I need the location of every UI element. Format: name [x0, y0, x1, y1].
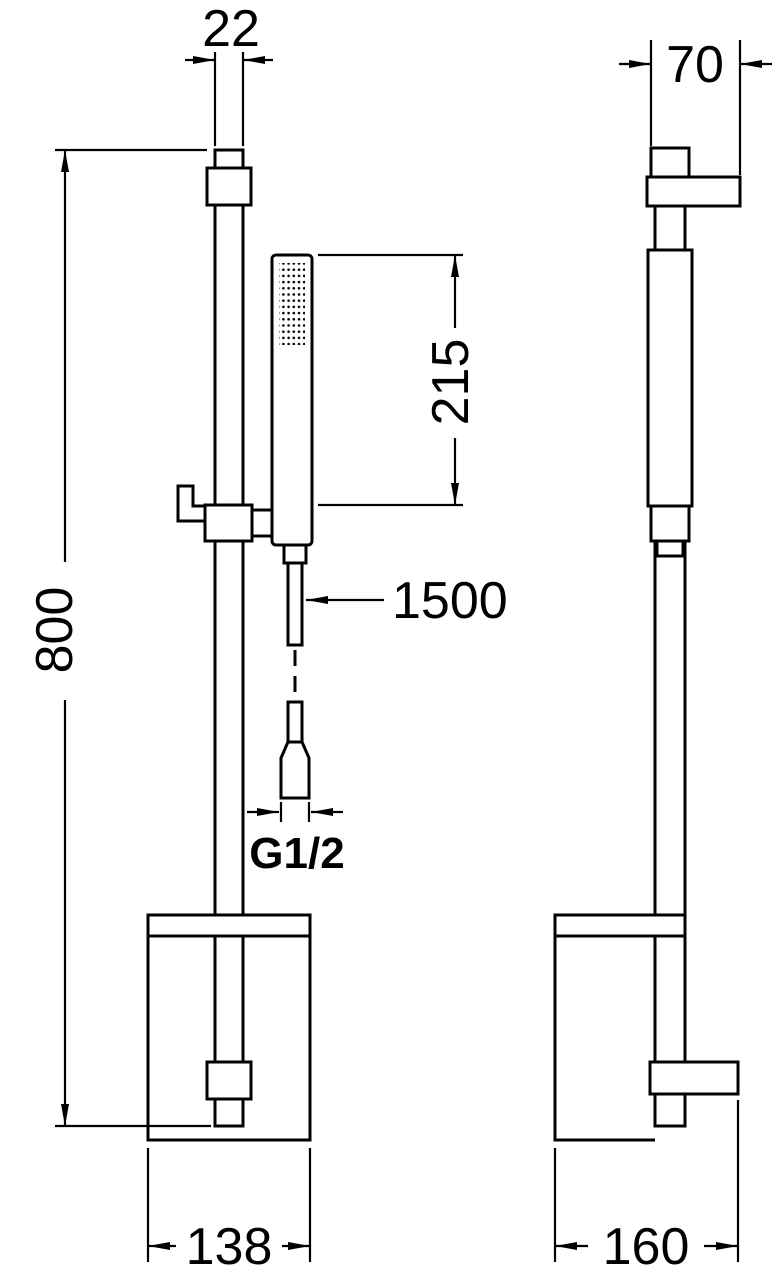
- rail-top-cap-side: [649, 146, 691, 179]
- shelf-plate-front: [146, 913, 312, 938]
- dimension-front-width: 138: [146, 1148, 312, 1276]
- dim-label-bracket-depth: 70: [666, 36, 724, 94]
- shelf-body-side: [553, 936, 655, 1142]
- dimension-rail-height: 800: [26, 148, 211, 1128]
- dim-label-rail-diameter: 22: [202, 0, 260, 58]
- dimension-hose-length: 1500: [306, 572, 508, 630]
- shelf-plate-side: [553, 913, 687, 938]
- top-wall-arm-side: [645, 175, 742, 208]
- dimension-bracket-depth: 70: [619, 36, 772, 175]
- dim-label-front-width: 138: [186, 1218, 273, 1276]
- hose-tube-upper: [286, 561, 304, 647]
- bottom-wall-arm-side: [648, 1060, 740, 1096]
- bottom-mount-front: [205, 1060, 253, 1101]
- top-mount-front: [205, 166, 253, 207]
- slider-step-side: [655, 539, 685, 558]
- side-view: 70 160: [553, 36, 772, 1276]
- rail-tube-front: [213, 148, 245, 1128]
- slider-collar-front: [203, 503, 254, 543]
- front-view: 22 800 215 1500 G1/2: [26, 0, 508, 1276]
- dim-label-thread: G1/2: [249, 829, 344, 878]
- slider-collar-side: [649, 504, 691, 543]
- dimension-hand-shower-length: 215: [318, 253, 480, 507]
- dimension-rail-diameter: 22: [185, 0, 273, 146]
- dim-label-hose-length: 1500: [392, 572, 508, 630]
- dim-label-rail-height: 800: [26, 587, 84, 674]
- dim-label-side-depth: 160: [603, 1218, 690, 1276]
- dimension-side-depth: 160: [553, 1100, 740, 1276]
- hose-nut-upper: [282, 543, 308, 565]
- dim-label-hand-shower-length: 215: [422, 339, 480, 426]
- dimension-thread: G1/2: [247, 802, 345, 878]
- hose-cone-nut: [279, 740, 311, 800]
- slider-sleeve-side: [646, 248, 694, 508]
- spray-face-dots: [279, 263, 305, 345]
- hose-tube-lower: [286, 700, 304, 744]
- slider-hook: [176, 484, 209, 523]
